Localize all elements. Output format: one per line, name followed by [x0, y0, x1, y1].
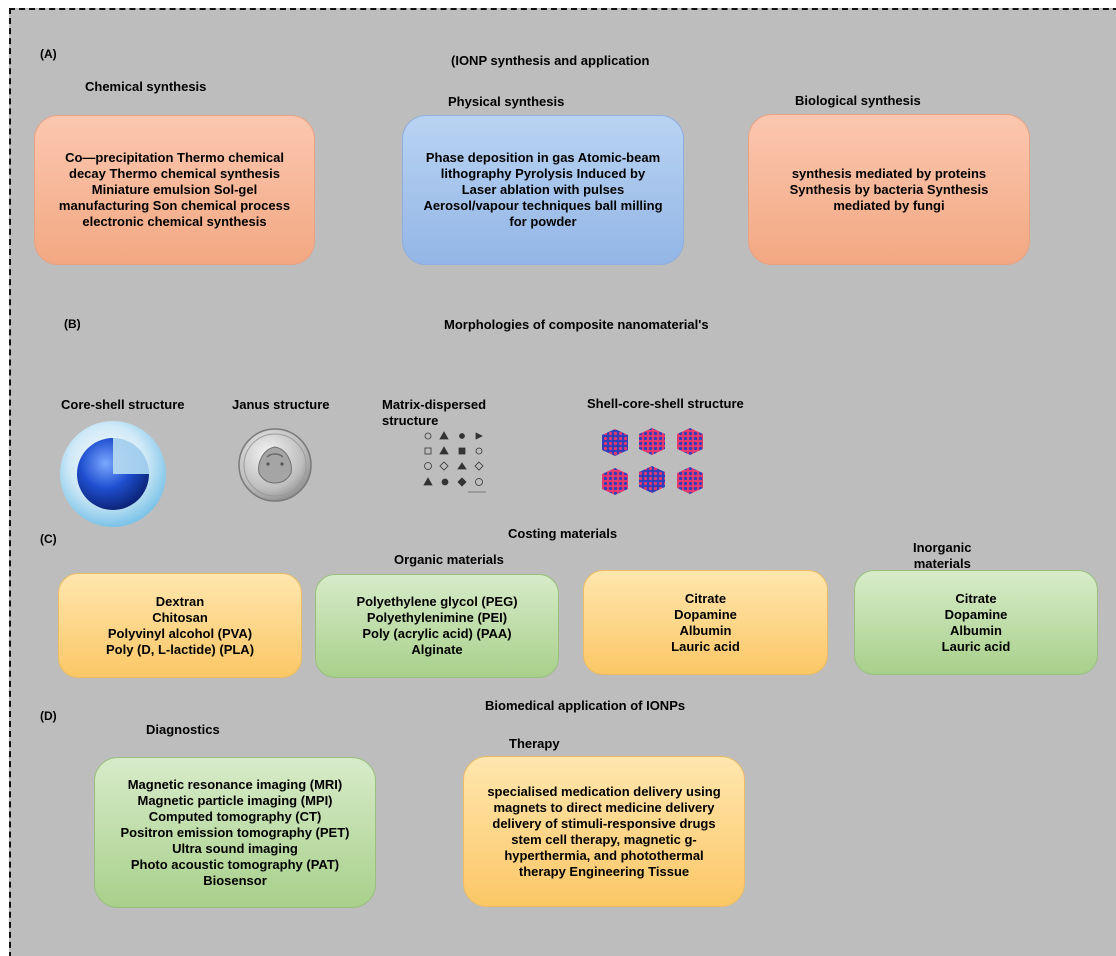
biological-synthesis-title: Biological synthesis [795, 93, 921, 108]
diagnostics-title: Diagnostics [146, 722, 220, 737]
shell-core-shell-label: Shell-core-shell structure [587, 396, 744, 411]
section-a-label: (A) [40, 47, 57, 61]
therapy-box: specialised medication delivery using ma… [463, 756, 745, 907]
organic-box-2-text: Polyethylene glycol (PEG) Polyethylenimi… [356, 594, 518, 657]
therapy-text: specialised medication delivery using ma… [487, 783, 721, 879]
therapy-title: Therapy [509, 736, 560, 751]
chemical-synthesis-title: Chemical synthesis [85, 79, 207, 94]
janus-label: Janus structure [232, 397, 330, 412]
janus-coin-image [238, 428, 312, 502]
organic-box-1-text: Dextran Chitosan Polyvinyl alcohol (PVA)… [105, 593, 255, 657]
inorganic-box-1: Citrate Dopamine Albumin Lauric acid [583, 570, 828, 675]
shell-core-shell-image [602, 428, 703, 495]
diagnostics-box: Magnetic resonance imaging (MRI) Magneti… [94, 757, 376, 908]
section-c-label: (C) [40, 532, 57, 546]
organic-box-2: Polyethylene glycol (PEG) Polyethylenimi… [315, 574, 559, 678]
section-d-title: Biomedical application of IONPs [485, 698, 686, 713]
biological-synthesis-text: synthesis mediated by proteins Synthesis… [789, 165, 989, 213]
section-a-title: (IONP synthesis and application [451, 53, 650, 68]
core-shell-label: Core-shell structure [61, 397, 185, 412]
section-b-title: Morphologies of composite nanomaterial's [444, 317, 709, 332]
chemical-synthesis-box: Co—precipitation Thermo chemical decay T… [34, 115, 315, 265]
organic-box-1: Dextran Chitosan Polyvinyl alcohol (PVA)… [58, 573, 302, 678]
section-b-label: (B) [64, 317, 81, 331]
matrix-label: Matrix-dispersed structure [382, 397, 487, 428]
matrix-dispersed-image [423, 431, 486, 493]
physical-synthesis-box: Phase deposition in gas Atomic-beam lith… [402, 115, 684, 265]
section-d-label: (D) [40, 709, 57, 723]
chemical-synthesis-text: Co—precipitation Thermo chemical decay T… [58, 150, 291, 229]
physical-synthesis-text: Phase deposition in gas Atomic-beam lith… [423, 150, 663, 229]
organic-materials-title: Organic materials [394, 552, 504, 567]
section-c-title: Costing materials [508, 526, 618, 541]
inorganic-materials-title: Inorganic materials [913, 540, 972, 571]
core-shell-sphere-image [60, 421, 166, 527]
biological-synthesis-box: synthesis mediated by proteins Synthesis… [748, 114, 1030, 265]
inorganic-box-1-text: Citrate Dopamine Albumin Lauric acid [671, 590, 740, 654]
diagnostics-text: Magnetic resonance imaging (MRI) Magneti… [120, 776, 350, 888]
inorganic-box-2-text: Citrate Dopamine Albumin Lauric acid [941, 590, 1011, 654]
physical-synthesis-title: Physical synthesis [448, 94, 565, 109]
inorganic-box-2: Citrate Dopamine Albumin Lauric acid [854, 570, 1098, 675]
